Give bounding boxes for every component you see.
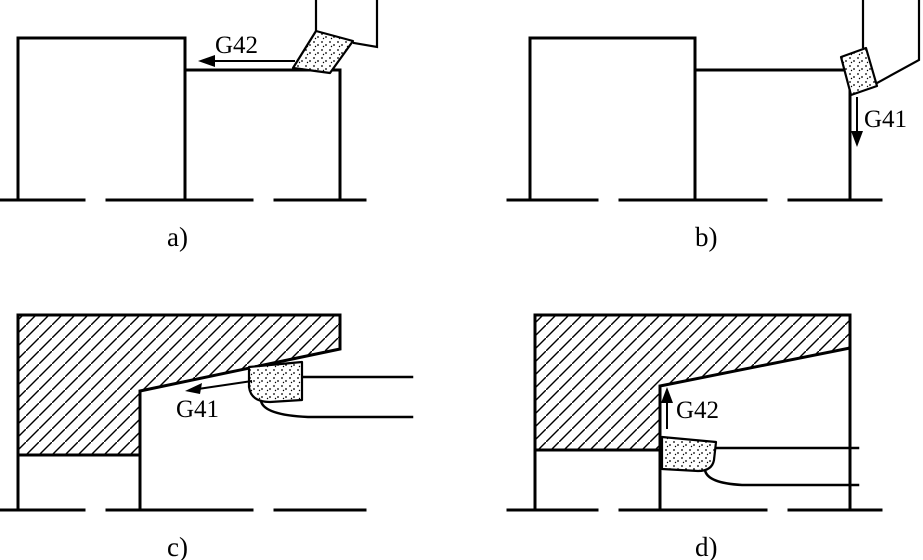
comp-label-c: G41 xyxy=(176,396,219,423)
feed-direction-arrowhead-a xyxy=(198,55,215,67)
comp-label-a: G42 xyxy=(215,32,258,59)
workpiece-section-d xyxy=(533,313,852,452)
workpiece-right-block-b xyxy=(693,68,852,202)
comp-label-d: G42 xyxy=(676,397,719,424)
workpiece-left-block-a xyxy=(16,36,187,202)
boring-bar-bottom-edge-d xyxy=(703,468,860,487)
feed-direction-arrowhead-b xyxy=(851,131,863,147)
tool-insert-c xyxy=(247,360,304,404)
caption-a: a) xyxy=(167,222,188,252)
caption-c: c) xyxy=(167,532,188,560)
tool-insert-d xyxy=(660,435,718,473)
workpiece-right-block-a xyxy=(183,68,342,202)
tool-holder-line-a-right xyxy=(352,0,379,49)
caption-d: d) xyxy=(695,532,718,560)
comp-label-b: G41 xyxy=(864,106,907,133)
panel-a: G42 a) xyxy=(0,0,379,252)
feed-direction-arrowhead-d xyxy=(661,387,673,403)
workpiece-left-block-b xyxy=(528,36,697,202)
feed-direction-arrow-c xyxy=(197,380,253,390)
tool-insert-b xyxy=(839,46,879,97)
panel-c: G41 c) xyxy=(0,313,414,560)
panel-d: G42 d) xyxy=(506,313,883,560)
feed-direction-arrowhead-c xyxy=(185,383,202,394)
caption-b: b) xyxy=(695,222,718,252)
boring-bar-bottom-edge-c xyxy=(259,399,414,419)
tool-insert-a xyxy=(291,29,355,75)
tool-holder-line-b-right xyxy=(875,0,921,85)
panel-b: G41 b) xyxy=(506,0,921,252)
